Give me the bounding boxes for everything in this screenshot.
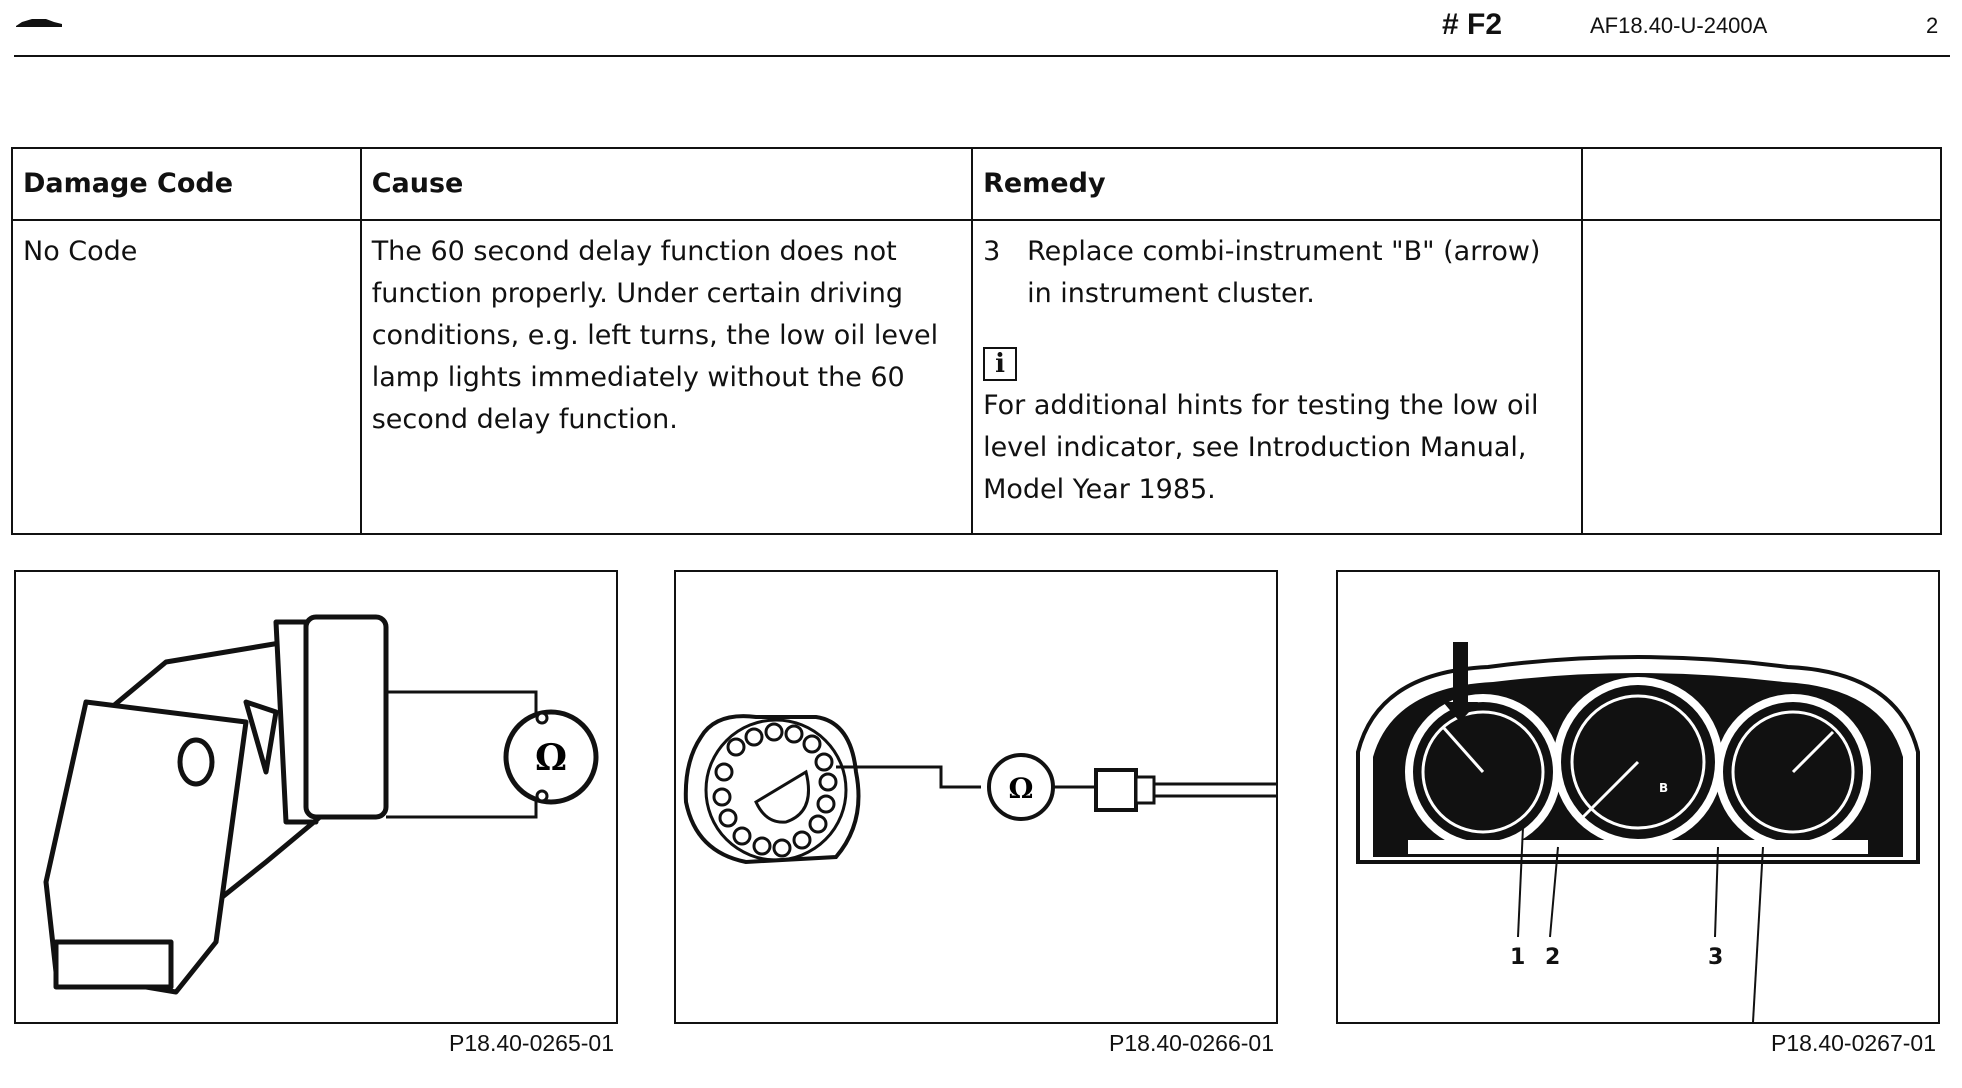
callout-3: 3 [1708,945,1723,970]
figure-connector-test: Ω [674,570,1278,1024]
info-note: For additional hints for testing the low… [983,390,1539,505]
car-icon [16,19,62,27]
remedy-step-number: 3 [983,236,1001,267]
figure-caption-3: P18.40-0267-01 [1771,1030,1936,1056]
cause-cell: The 60 second delay function does not fu… [359,219,974,535]
instrument-cluster-illustration: B 1 2 3 [1356,642,1920,1022]
page-header: # F2 AF18.40-U-2400A 2 [0,0,1962,58]
figure-oil-level-sensor: Ω [14,570,618,1024]
remedy-step: 3 Replace combi-instrument "B" (arrow) i… [983,231,1571,315]
damage-code-cell: No Code [11,219,362,535]
ohmmeter-icon [503,709,599,805]
connector-test-illustration: Ω [683,714,1276,865]
figure-caption-2: P18.40-0266-01 [1109,1030,1274,1056]
arrow-indicator-icon [1443,642,1478,722]
column-header-remedy: Remedy [971,147,1584,221]
callout-1: 1 [1510,945,1525,970]
column-header-damage-code: Damage Code [11,147,362,221]
table-header-row: Damage Code Cause Remedy [11,147,1942,221]
indicator-b-label: B [1659,781,1668,795]
section-code: # F2 [1442,8,1503,41]
table-row: No Code The 60 second delay function doe… [11,219,1942,535]
figure-caption-1: P18.40-0265-01 [449,1030,614,1056]
blank-cell [1581,219,1942,535]
document-number: AF18.40-U-2400A [1590,13,1768,38]
page-number: 2 [1926,13,1939,38]
damage-code-table: Damage Code Cause Remedy No Code The 60 … [11,147,1942,535]
column-header-blank [1581,147,1942,221]
ohm-symbol: Ω [1009,772,1034,805]
callout-2: 2 [1545,945,1560,970]
figure-instrument-cluster: B 1 2 3 [1336,570,1940,1024]
remedy-cell: 3 Replace combi-instrument "B" (arrow) i… [971,219,1584,535]
oil-level-sensor-illustration: Ω [43,614,599,995]
ohm-symbol: Ω [535,737,567,779]
info-icon: i [983,347,1018,381]
header-divider [14,55,1950,57]
remedy-step-text: Replace combi-instrument "B" (arrow) in … [1027,236,1541,309]
column-header-cause: Cause [359,147,974,221]
